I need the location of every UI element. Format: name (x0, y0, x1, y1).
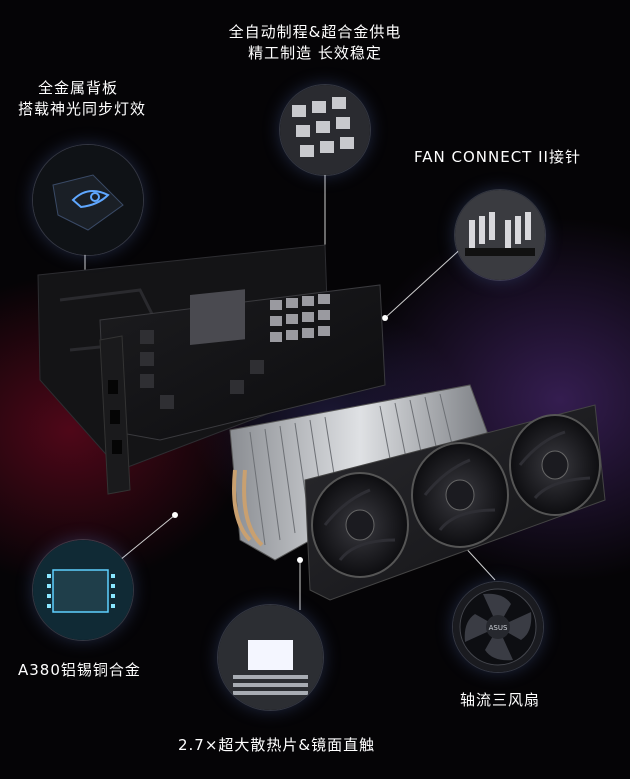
asus-logo-icon: ASUS (489, 624, 508, 632)
callout-heatsink (218, 605, 323, 710)
pcb-board (99, 284, 386, 441)
label-heatsink: 2.7×超大散热片&镜面直触 (178, 736, 376, 754)
fan-2 (411, 442, 509, 548)
callout-alloy (33, 540, 133, 640)
callout-backplate (33, 145, 143, 255)
fan-3 (509, 414, 601, 516)
fan-1 (311, 472, 409, 578)
label-alloy: A380铝锡铜合金 (18, 661, 141, 679)
label-backplate: 全金属背板 搭载神光同步灯效 (18, 79, 147, 118)
fan-shroud (304, 404, 606, 601)
callout-fans: ASUS (453, 582, 543, 672)
callout-power-delivery (280, 85, 370, 175)
rog-logo-icon (71, 190, 110, 209)
io-bracket (99, 335, 131, 495)
label-fans: 轴流三风扇 (460, 691, 541, 709)
label-power-delivery: 全自动制程&超合金供电 精工制造 长效稳定 (228, 23, 402, 62)
label-fan-connect: FAN CONNECT II接针 (414, 148, 581, 166)
callout-fan-connect (455, 190, 545, 280)
